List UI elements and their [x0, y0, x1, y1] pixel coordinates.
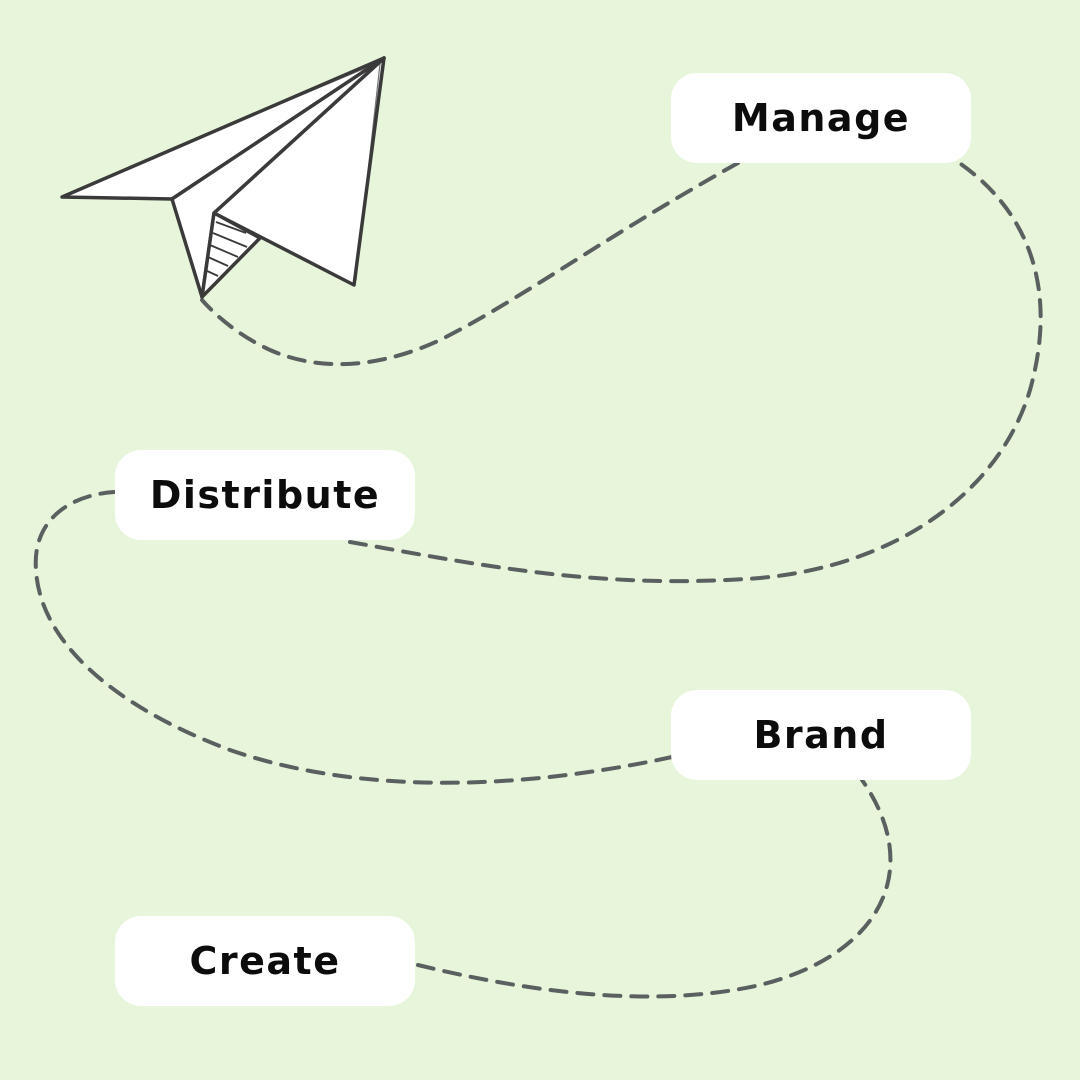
step-brand: Brand: [671, 690, 971, 780]
step-manage: Manage: [671, 73, 971, 163]
step-distribute: Distribute: [115, 450, 415, 540]
step-create: Create: [115, 916, 415, 1006]
step-label-distribute: Distribute: [149, 473, 381, 517]
step-label-create: Create: [189, 939, 341, 983]
step-label-manage: Manage: [731, 96, 911, 140]
step-label-brand: Brand: [753, 713, 889, 757]
